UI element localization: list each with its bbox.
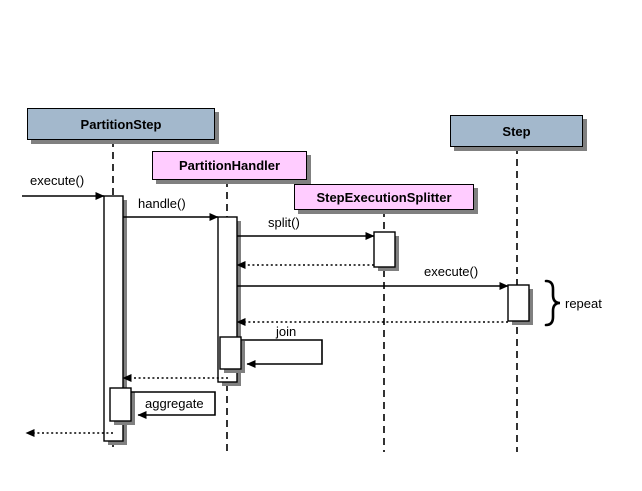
participant-box-partition-step[interactable]: PartitionStep [27, 108, 215, 140]
activation-bar-splitter [373, 231, 396, 268]
activation-bar-step [507, 284, 530, 322]
message-label-aggregate: aggregate [145, 396, 204, 411]
message-label-split: split() [268, 215, 300, 230]
self-call-join [219, 336, 323, 373]
participant-label-partition-step: PartitionStep [80, 116, 162, 132]
self-call-loop-aggregate [131, 391, 216, 419]
participant-label-step: Step [502, 123, 531, 139]
participant-label-step-execution-splitter: StepExecutionSplitter [316, 189, 452, 205]
message-label-handle: handle() [138, 196, 186, 211]
activation-bar-join-nested [219, 336, 242, 370]
self-call-loop-join [241, 339, 323, 368]
message-arrows [22, 192, 509, 437]
activation-bar-partition-step [103, 195, 124, 442]
repeat-brace-icon [544, 279, 561, 327]
message-label-join: join [276, 324, 297, 339]
annotation-label-repeat: repeat [565, 296, 602, 311]
participant-box-partition-handler[interactable]: PartitionHandler [152, 151, 307, 180]
activation-bar-aggregate-nested [109, 387, 132, 422]
self-call-aggregate [109, 387, 216, 425]
participant-box-step-execution-splitter[interactable]: StepExecutionSplitter [294, 184, 474, 210]
message-label-execute-step: execute() [424, 264, 479, 279]
participant-label-partition-handler: PartitionHandler [178, 158, 281, 173]
participant-box-step[interactable]: Step [450, 115, 583, 147]
message-label-execute-in: execute() [30, 173, 85, 188]
